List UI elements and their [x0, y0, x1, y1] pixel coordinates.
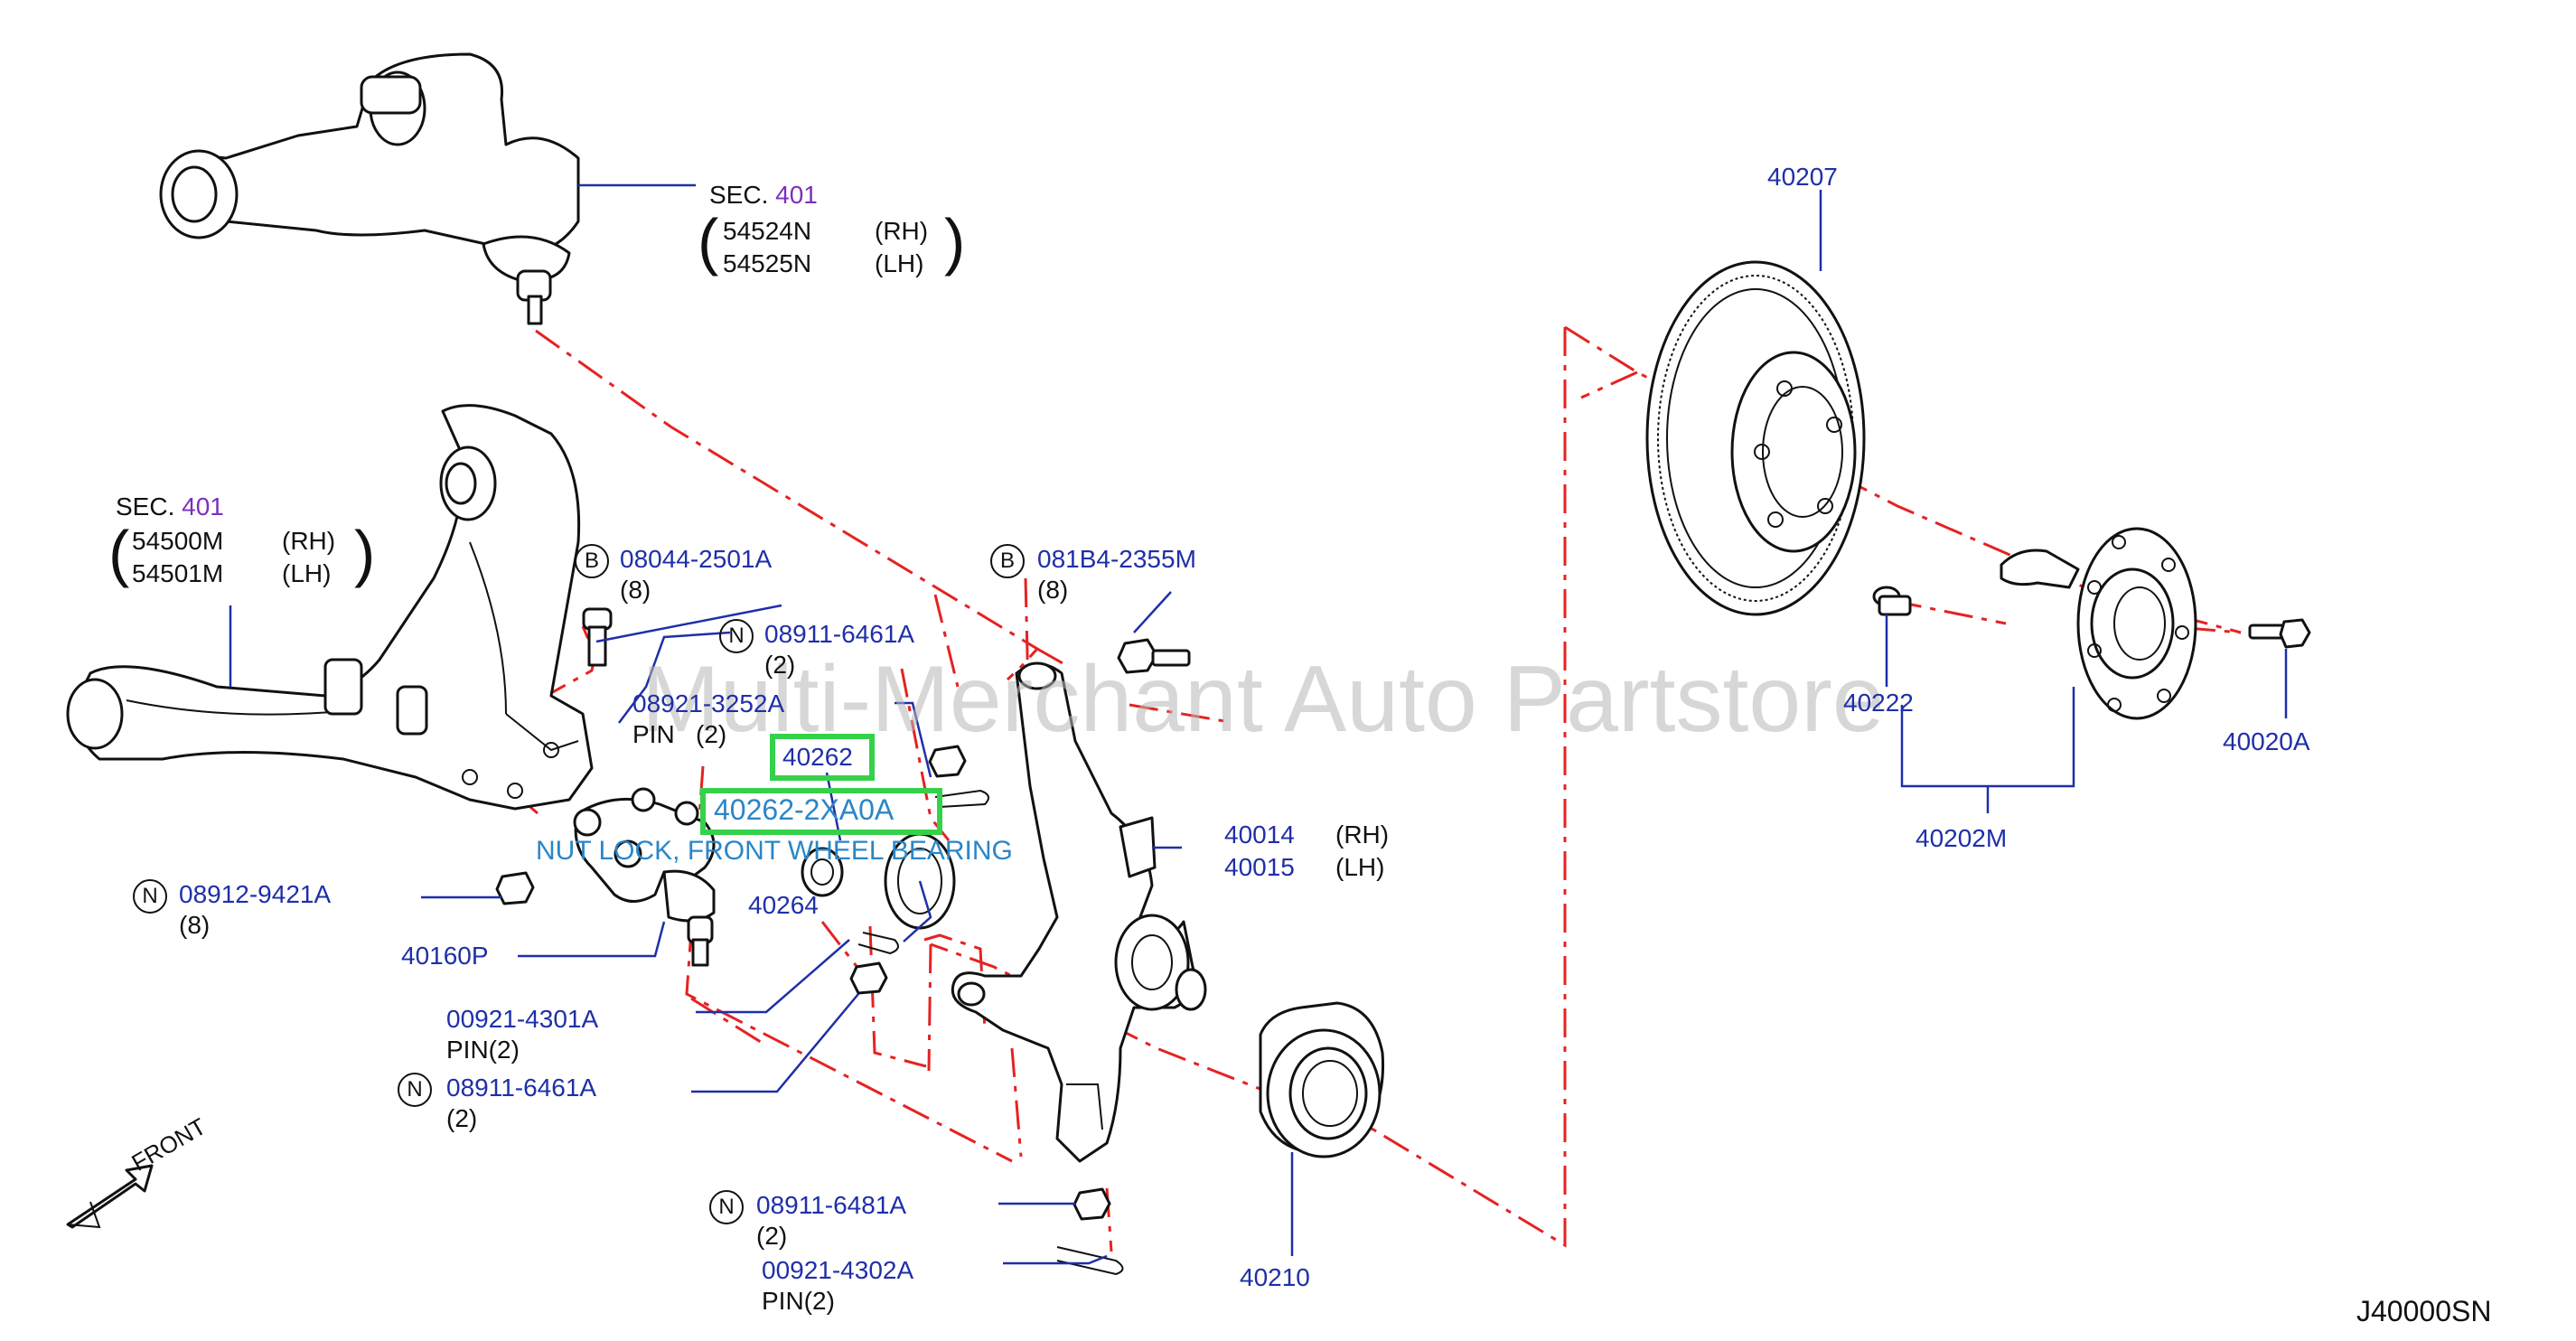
- nut-lower-marker-n: N: [398, 1073, 432, 1107]
- paren-left-lower: (: [108, 518, 130, 588]
- nut-marker-n: N: [719, 619, 754, 653]
- bearing-part[interactable]: 40210: [1240, 1263, 1310, 1291]
- nut-tie-rod-qty: (2): [756, 1222, 788, 1250]
- lower-control-arm: [66, 404, 594, 811]
- hub-bolt: [1872, 586, 1912, 616]
- lower-arm-rh-side: (RH): [282, 527, 336, 555]
- front-arrow-icon: [66, 1164, 154, 1229]
- part-40262-2xa0a[interactable]: 40262-2XA0A: [714, 793, 895, 826]
- nut-lower-arm-part[interactable]: 08912-9421A: [179, 880, 332, 908]
- nut-tie-rod-marker-n: N: [709, 1190, 744, 1224]
- steering-knuckle: [951, 661, 1207, 1163]
- rotor-part[interactable]: 40207: [1767, 163, 1838, 191]
- leader-lines: [229, 183, 2288, 1265]
- upper-arm-rh-part: 54524N: [723, 217, 812, 245]
- callout-nut-lock: NUT LOCK, FRONT WHEEL BEARING: [536, 836, 1013, 866]
- pin-tie-rod-part[interactable]: 00921-4302A: [762, 1256, 914, 1284]
- lower-arm-sec-no: 401: [182, 492, 224, 520]
- knuckle-bolt-qty: (8): [1037, 576, 1069, 604]
- pin-tie-rod-note: PIN(2): [762, 1287, 835, 1315]
- bolt-lower-arm-part[interactable]: 08044-2501A: [620, 545, 773, 573]
- upper-arm-lh-side: (LH): [875, 249, 924, 277]
- wheel-hub: [2000, 527, 2197, 720]
- lower-arm-lh-side: (LH): [282, 559, 332, 587]
- nut-lower-arm-marker-n: N: [133, 879, 167, 914]
- ball-joint-part[interactable]: 40160P: [401, 942, 489, 970]
- nut-upper-part[interactable]: 08911-6461A: [764, 620, 915, 648]
- cotter-pins: [857, 789, 1124, 1276]
- knuckle-bolt: [1117, 638, 1191, 674]
- brake-rotor: [1645, 260, 1866, 616]
- paren-right-lower: ): [354, 518, 376, 588]
- nut-tie-rod-part[interactable]: 08911-6481A: [756, 1191, 907, 1219]
- hub-bolt-part[interactable]: 40222: [1843, 689, 1914, 717]
- upper-arm-lh-part: 54525N: [723, 249, 812, 277]
- hub-lug-part[interactable]: 40020A: [2223, 727, 2310, 755]
- lower-arm-rh-part: 54500M: [132, 527, 224, 555]
- pin-lower-note: PIN(2): [446, 1036, 520, 1064]
- highlight-box-40262-2xa0a: [700, 788, 942, 835]
- lower-arm-lh-part: 54501M: [132, 559, 224, 587]
- pin-upper-part[interactable]: 08921-3252A: [632, 689, 785, 717]
- bolt-lower-arm-qty: (8): [620, 576, 651, 604]
- bolt-marker-b: B: [575, 544, 609, 578]
- upper-control-arm: [159, 52, 580, 325]
- lug-bolt: [2248, 618, 2311, 649]
- pin-lower-part[interactable]: 00921-4301A: [446, 1005, 599, 1033]
- paren-left-upper: (: [698, 206, 719, 277]
- knuckle-lh-part[interactable]: 40015: [1224, 853, 1295, 881]
- knuckle-bolt-marker-b: B: [990, 544, 1025, 578]
- seal-part[interactable]: 40264: [748, 891, 819, 919]
- hub-assy-part[interactable]: 40202M: [1916, 824, 2008, 852]
- knuckle-bolt-part[interactable]: 081B4-2355M: [1037, 545, 1196, 573]
- pin-upper-label: PIN (2): [632, 720, 727, 748]
- part-40262[interactable]: 40262: [782, 743, 853, 771]
- nut-upper-qty: (2): [764, 651, 796, 679]
- knuckle-rh-part[interactable]: 40014: [1224, 821, 1295, 849]
- nut-lower-qty: (2): [446, 1104, 478, 1132]
- ball-joint: [573, 787, 716, 967]
- nut-lower-part[interactable]: 08911-6461A: [446, 1074, 597, 1102]
- diagram-code: J40000SN: [2356, 1295, 2492, 1327]
- knuckle-lh-side: (LH): [1335, 853, 1385, 881]
- upper-arm-rh-side: (RH): [875, 217, 929, 245]
- upper-arm-sec-no: 401: [775, 181, 818, 209]
- lower-arm-sec: SEC. 401: [116, 492, 224, 520]
- upper-arm-sec: SEC. 401: [709, 181, 818, 209]
- wheel-bearing: [1259, 1001, 1385, 1158]
- bolt-lower-arm: [582, 607, 613, 667]
- nut-lower-arm-qty: (8): [179, 911, 211, 939]
- knuckle-rh-side: (RH): [1335, 821, 1390, 849]
- highlight-box-40262: [770, 734, 875, 781]
- paren-right-upper: ): [944, 206, 966, 277]
